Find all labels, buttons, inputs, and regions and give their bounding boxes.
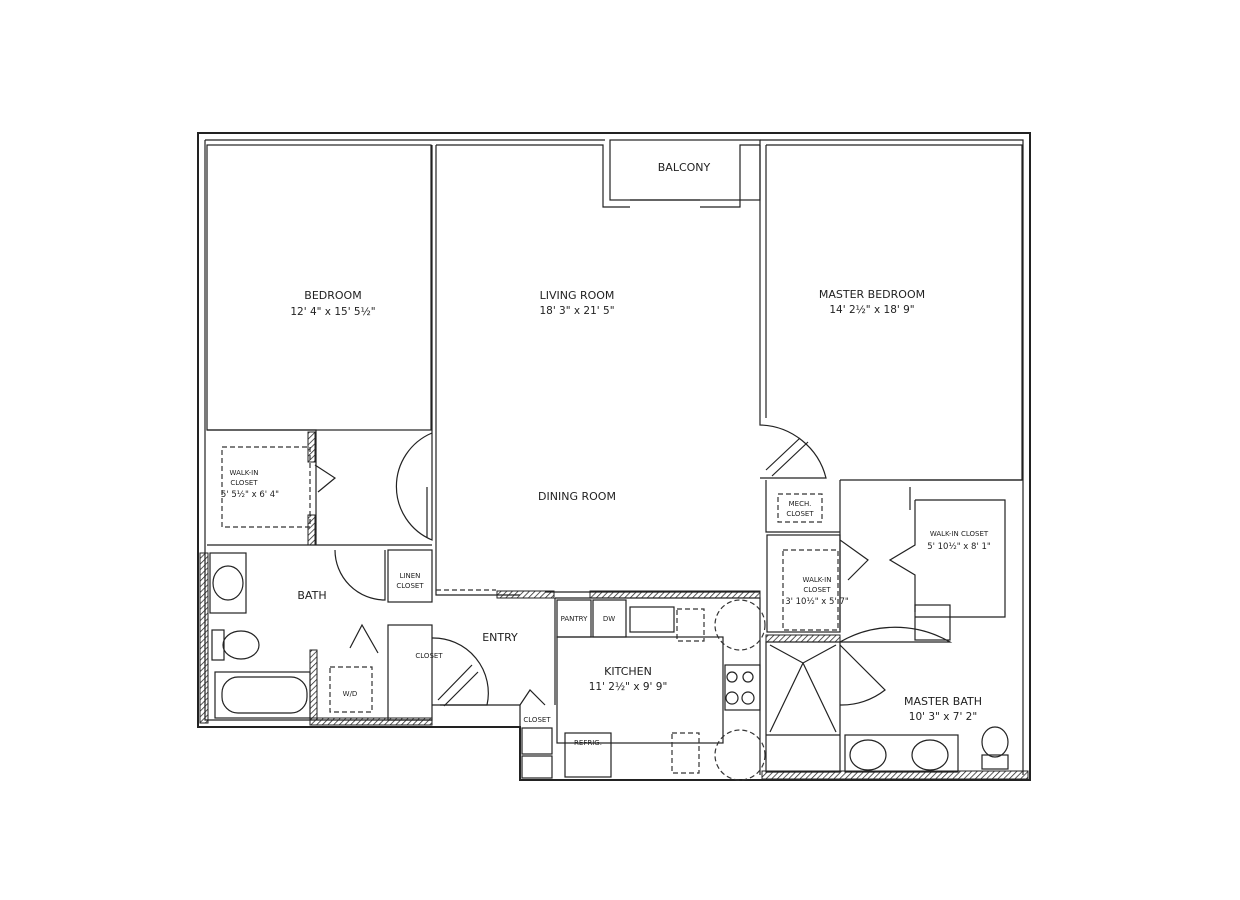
- master-bedroom-dimensions: 14' 2½" x 18' 9": [829, 304, 914, 316]
- mech-closet-label-2: CLOSET: [786, 510, 814, 518]
- living-room: BALCONY LIVING ROOM 18' 3" x 21' 5" DINI…: [435, 139, 827, 599]
- bath-label: BATH: [297, 589, 326, 602]
- bedroom: BEDROOM 12' 4" x 15' 5½" WALK-IN CLOSET …: [206, 144, 433, 546]
- kitchen-dimensions: 11' 2½" x 9' 9": [589, 681, 668, 693]
- balcony-label: BALCONY: [658, 161, 711, 174]
- entry-label: ENTRY: [482, 631, 518, 644]
- walk-in-closet-master-label: WALK-IN CLOSET: [930, 530, 989, 538]
- closet-kitchen-label: CLOSET: [523, 716, 551, 724]
- dining-room-label: DINING ROOM: [538, 490, 616, 503]
- bedroom-dimensions: 12' 4" x 15' 5½": [290, 306, 375, 318]
- kitchen: PANTRY DW KITCHEN 11' 2½" x 9' 9" REFRIG…: [519, 597, 766, 781]
- master-bath-label: MASTER BATH: [904, 695, 982, 708]
- walk-in-closet-small-dimensions: 3' 10½" x 5' 7": [785, 597, 849, 607]
- closet-entry-label: CLOSET: [415, 652, 443, 660]
- walk-in-closet-dimensions: 5' 5½" x 6' 4": [221, 490, 279, 500]
- living-room-dimensions: 18' 3" x 21' 5": [539, 305, 614, 317]
- walk-in-closet-small-label-1: WALK-IN: [803, 576, 832, 584]
- walk-in-closet-master-dimensions: 5' 10½" x 8' 1": [927, 542, 991, 552]
- living-room-label: LIVING ROOM: [540, 289, 615, 302]
- master-bath-dimensions: 10' 3" x 7' 2": [909, 711, 977, 723]
- bedroom-label: BEDROOM: [304, 289, 361, 302]
- walk-in-closet-small-label-2: CLOSET: [803, 586, 831, 594]
- bath: BATH LINEN CLOSET CLOSET W/D: [199, 549, 443, 726]
- master-bedroom-label: MASTER BEDROOM: [819, 288, 925, 301]
- linen-closet-label-2: CLOSET: [396, 582, 424, 590]
- master-bedroom: MASTER BEDROOM 14' 2½" x 18' 9": [765, 144, 1023, 481]
- walk-in-closet-label-2: CLOSET: [230, 479, 258, 487]
- entry: ENTRY: [431, 631, 518, 707]
- kitchen-label: KITCHEN: [604, 665, 652, 678]
- walk-in-closet-label-1: WALK-IN: [230, 469, 259, 477]
- washer-dryer-label: W/D: [343, 690, 358, 698]
- mech-closet-label-1: MECH.: [789, 500, 812, 508]
- refrigerator-label: REFRIG.: [574, 739, 602, 747]
- pantry-label: PANTRY: [561, 615, 588, 623]
- dishwasher-label: DW: [603, 615, 615, 623]
- master-suite: MECH. CLOSET WALK-IN CLOSET 3' 10½" x 5'…: [761, 479, 1029, 780]
- linen-closet-label-1: LINEN: [400, 572, 421, 580]
